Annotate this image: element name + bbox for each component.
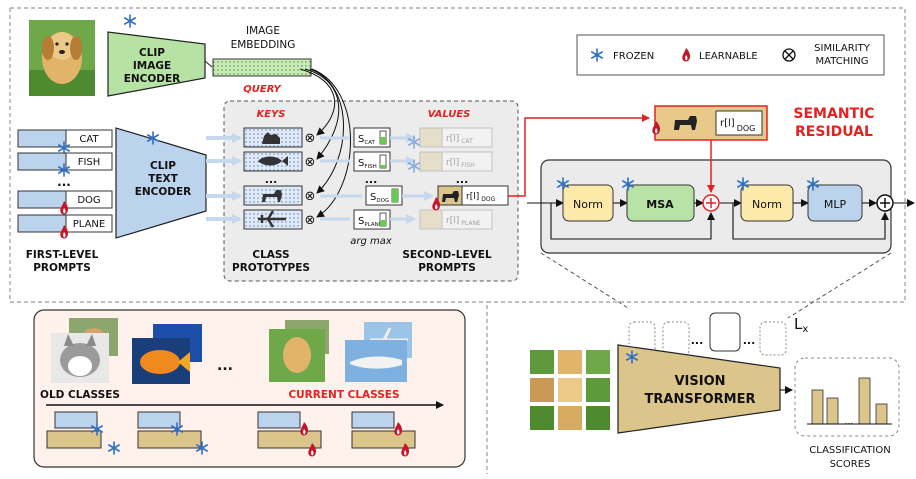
second-level-values: r[l]CAT r[l]FISH r[l]PLANE: [419, 127, 493, 230]
old-classes-label: OLD CLASSES: [40, 389, 120, 401]
prompt-cat: CAT: [79, 134, 99, 145]
incremental-ellipsis: ...: [217, 358, 233, 374]
norm-2: [740, 184, 794, 222]
similarity-scores: SCAT SFISH ... SDOG SPLANE: [353, 127, 403, 230]
norm-1: [562, 184, 614, 222]
current-class-images: [269, 320, 412, 382]
second-level-prompts-label: SECOND-LEVEL: [402, 249, 492, 261]
norm-1-label: Norm: [573, 198, 603, 211]
semantic-residual-label: SEMANTIC: [793, 106, 874, 122]
clip-text-encoder-label: ENCODER: [135, 186, 192, 198]
class-prototypes-label: CLASS: [252, 249, 289, 261]
msa-label: MSA: [646, 198, 674, 211]
values-title: VALUES: [428, 109, 471, 120]
first-level-prompts: CAT FISH ... DOG PLANE: [17, 129, 113, 239]
argmax-label: arg max: [350, 236, 392, 247]
vision-transformer: [617, 344, 781, 434]
keys-ellipsis: ...: [265, 173, 278, 186]
svg-text:SFISH: SFISH: [358, 158, 377, 170]
values-ellipsis: ...: [456, 173, 469, 186]
similarity-op-dog: ⊗: [305, 189, 316, 204]
clip-image-encoder-label: CLIP: [139, 47, 165, 59]
vision-transformer-label: VISION: [674, 374, 725, 389]
keys-title: KEYS: [256, 109, 285, 120]
frozen-icon: [124, 14, 136, 28]
semantic-residual-label: RESIDUAL: [795, 124, 873, 140]
svg-text:SPLANE: SPLANE: [358, 216, 383, 228]
query-label: QUERY: [243, 84, 282, 95]
image-embedding-label: EMBEDDING: [231, 39, 296, 51]
similarity-op-fish: ⊗: [305, 155, 316, 170]
image-embedding-label: IMAGE: [246, 25, 280, 37]
prompt-ellipsis: ...: [57, 175, 71, 189]
svg-text:r[l]DOG: r[l]DOG: [466, 192, 496, 203]
clip-text-encoder-label: CLIP: [150, 160, 176, 172]
classification-scores-label: SCORES: [830, 459, 871, 470]
svg-text:r[l]DOG: r[l]DOG: [720, 118, 755, 133]
clip-image-encoder-label: IMAGE: [133, 60, 171, 72]
second-level-prompts-label: PROMPTS: [418, 262, 476, 274]
prompt-fish: FISH: [78, 157, 101, 168]
svg-text:r[l]PLANE: r[l]PLANE: [446, 216, 481, 227]
similarity-op-plane: ⊗: [305, 213, 316, 228]
svg-text:r[l]FISH: r[l]FISH: [446, 158, 475, 169]
msa-block: [626, 184, 695, 222]
class-prototype-keys: ...: [243, 127, 303, 230]
legend: FROZEN LEARNABLE SIMILARITY MATCHING: [576, 34, 885, 76]
old-class-images: [51, 318, 202, 384]
legend-similarity: MATCHING: [816, 56, 869, 67]
legend-similarity: SIMILARITY: [814, 43, 871, 54]
first-level-prompts-label: PROMPTS: [33, 262, 91, 274]
dog-input-image: [29, 20, 95, 96]
token-ellipsis: ...: [691, 334, 704, 347]
class-prototypes-label: PROTOTYPES: [232, 262, 310, 274]
image-embedding-vector: [212, 58, 312, 77]
layer-repeat-label: Lx: [794, 315, 808, 335]
top-region-border: [10, 7, 906, 474]
selected-value-dog: r[l]DOG: [432, 185, 509, 211]
svg-text:SCAT: SCAT: [358, 134, 376, 146]
semantic-residual-token: r[l]DOG: [652, 105, 768, 141]
mlp-block: [807, 184, 863, 222]
clip-text-encoder: [115, 127, 207, 239]
prompt-dog: DOG: [77, 195, 100, 206]
classification-scores-label: CLASSIFICATION: [809, 445, 890, 456]
image-patches: [530, 350, 610, 430]
residual-selection-arrow: [508, 114, 650, 197]
svg-text:SDOG: SDOG: [370, 192, 389, 204]
vision-transformer-label: TRANSFORMER: [645, 392, 756, 407]
clip-image-encoder: [107, 31, 206, 97]
scores-ellipsis: ...: [845, 417, 854, 427]
current-classes-label: CURRENT CLASSES: [288, 389, 399, 401]
mlp-label: MLP: [824, 198, 847, 211]
norm-2-label: Norm: [752, 198, 782, 211]
prompt-plane: PLANE: [73, 219, 105, 230]
first-level-prompts-label: FIRST-LEVEL: [26, 249, 99, 261]
incremental-prompt-stacks: [46, 411, 416, 457]
svg-text:r[l]CAT: r[l]CAT: [446, 134, 473, 145]
legend-frozen: FROZEN: [613, 51, 654, 62]
clip-image-encoder-label: ENCODER: [124, 73, 181, 85]
token-ellipsis: ...: [743, 334, 756, 347]
similarity-op-cat: ⊗: [305, 131, 316, 146]
scores-ellipsis: ...: [365, 173, 378, 186]
legend-learnable: LEARNABLE: [699, 51, 758, 62]
clip-text-encoder-label: TEXT: [148, 173, 178, 185]
token-sequence: ... ...: [628, 312, 787, 356]
